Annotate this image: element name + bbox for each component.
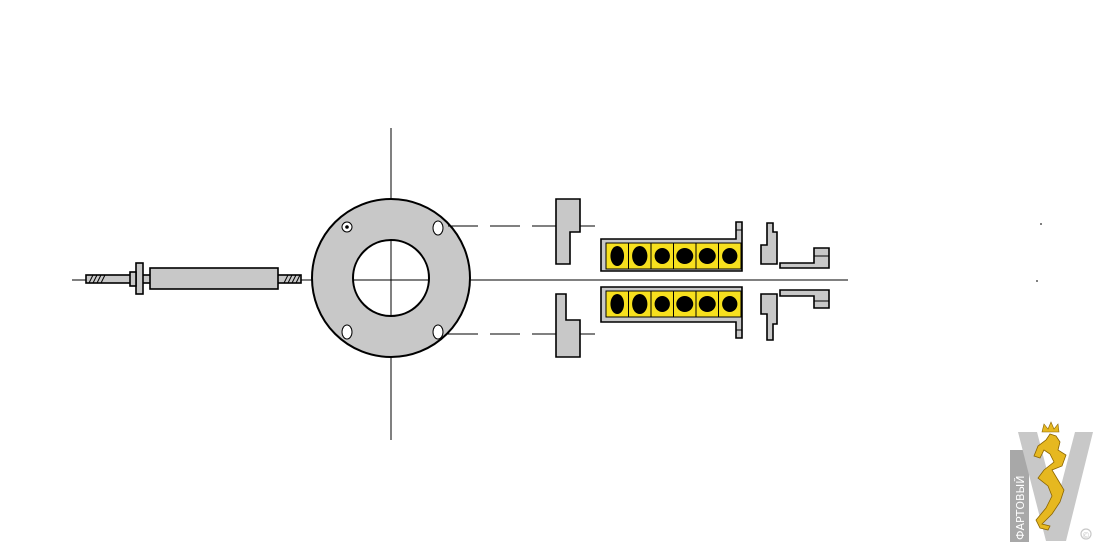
end-nut-section-bottom (779, 289, 830, 309)
crown-icon (1041, 421, 1060, 433)
shaft (85, 262, 302, 295)
ring-body (310, 198, 472, 358)
ball-bottom-2 (632, 294, 648, 314)
outer-race-section-bottom (555, 293, 581, 358)
shaft-thread-left (88, 274, 106, 284)
retaining-washer-top (760, 222, 778, 265)
lizard-icon (1033, 433, 1067, 531)
copyright-icon: © (1080, 528, 1092, 540)
ball-top-1 (610, 246, 625, 266)
logo-name: ФАРТОВЫЙ (1014, 476, 1027, 541)
copyright-symbol: © (1082, 531, 1090, 540)
lubrication-point (341, 221, 353, 233)
ball-top-2 (632, 246, 648, 266)
outer-race-section-top (555, 198, 581, 265)
mount-hole-top-right (432, 220, 444, 236)
ball-top-3 (654, 248, 670, 264)
ball-top-6 (722, 248, 738, 264)
mount-hole-bottom-left (341, 324, 353, 340)
ball-bottom-5 (698, 296, 716, 312)
ball-bottom-6 (722, 296, 738, 312)
mount-hole-bottom-right (432, 324, 444, 340)
ball-row-bottom (605, 290, 742, 318)
ball-top-4 (676, 248, 694, 264)
retaining-washer-bottom (760, 293, 778, 341)
logo-side-bar (1010, 450, 1029, 542)
ball-bottom-1 (610, 294, 625, 314)
ball-bottom-4 (676, 296, 694, 312)
ball-top-5 (698, 248, 716, 264)
ring-front-view (310, 198, 472, 358)
logo-v-letter (1018, 432, 1093, 541)
ball-row-top (605, 242, 742, 270)
ball-bottom-3 (654, 296, 670, 312)
brand-logo: ФАРТОВЫЙ V © (1010, 421, 1093, 542)
end-nut-section-top (779, 247, 830, 269)
shaft-thread-right (283, 274, 301, 284)
